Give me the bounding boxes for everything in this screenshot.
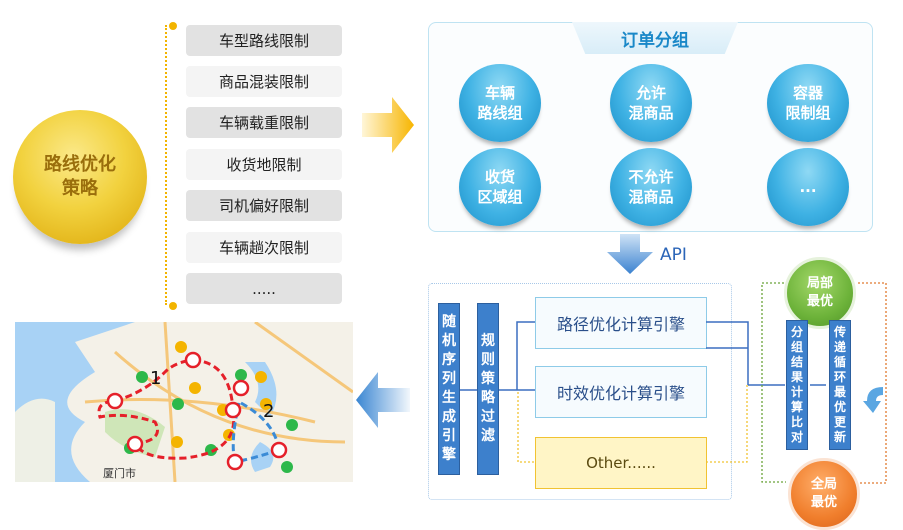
random-sequence-engine: 随机序列生成引擎 bbox=[438, 303, 460, 475]
group-ball: 收货区域组 bbox=[459, 148, 541, 226]
api-label: API bbox=[660, 245, 687, 265]
rule-item: ..... bbox=[186, 273, 342, 304]
group-ball: 容器限制组 bbox=[767, 64, 849, 142]
pass-update-label: 传递循环最优更新 bbox=[833, 325, 846, 444]
route2-label: 2 bbox=[263, 401, 274, 422]
rule-item: 司机偏好限制 bbox=[186, 190, 342, 221]
rule-label: 车型路线限制 bbox=[218, 32, 309, 50]
rule-item: 收货地限制 bbox=[186, 149, 342, 180]
rule-label: 车辆趟次限制 bbox=[218, 239, 309, 257]
loop-arrow-icon bbox=[863, 387, 883, 413]
rule-label: 商品混装限制 bbox=[218, 73, 309, 91]
compare-bar: 分组结果计算比对 bbox=[786, 320, 808, 450]
strategy-circle: 路线优化策略 bbox=[13, 110, 147, 244]
group-ball: 车辆路线组 bbox=[459, 64, 541, 142]
route1-label: 1 bbox=[150, 368, 161, 389]
city-label: 厦门市 bbox=[103, 466, 136, 480]
global-best-ball: 全局最优 bbox=[788, 458, 860, 530]
arrow-right-icon bbox=[362, 97, 414, 153]
random-sequence-label: 随机序列生成引擎 bbox=[442, 314, 456, 463]
compare-label: 分组结果计算比对 bbox=[790, 325, 803, 444]
local-best-ball: 局部最优 bbox=[784, 257, 856, 329]
bracket-dot-top bbox=[169, 22, 177, 30]
rule-label: ..... bbox=[252, 279, 276, 298]
rule-label: 收货地限制 bbox=[226, 156, 302, 174]
group-ball: 允许混商品 bbox=[610, 64, 692, 142]
strategy-title-line1: 路线优化 bbox=[44, 154, 116, 175]
rule-label: 司机偏好限制 bbox=[218, 197, 309, 215]
route-map: 1 2 厦门市 bbox=[15, 322, 353, 482]
rule-filter: 规则策略过滤 bbox=[477, 303, 499, 475]
strategy-title-line2: 策略 bbox=[62, 178, 98, 199]
rule-label: 车辆载重限制 bbox=[218, 114, 309, 132]
pass-update-bar: 传递循环最优更新 bbox=[829, 320, 851, 450]
rule-item: 车辆趟次限制 bbox=[186, 232, 342, 263]
rules-bracket bbox=[165, 25, 173, 305]
rule-item: 商品混装限制 bbox=[186, 66, 342, 97]
rule-filter-label: 规则策略过滤 bbox=[481, 333, 495, 444]
rule-item: 车辆载重限制 bbox=[186, 107, 342, 138]
engine-panel bbox=[428, 283, 732, 500]
path-optimization-engine: 路径优化计算引擎 bbox=[535, 297, 707, 349]
rule-item: 车型路线限制 bbox=[186, 25, 342, 56]
arrow-left-icon bbox=[356, 372, 410, 428]
bracket-dot-bottom bbox=[169, 302, 177, 310]
time-optimization-engine: 时效优化计算引擎 bbox=[535, 366, 707, 418]
arrow-down-icon bbox=[607, 234, 653, 274]
group-ball: ... bbox=[767, 148, 849, 226]
order-group-title-text: 订单分组 bbox=[621, 30, 689, 51]
other-engine: Other...... bbox=[535, 437, 707, 489]
group-ball: 不允许混商品 bbox=[610, 148, 692, 226]
order-group-title: 订单分组 bbox=[572, 22, 738, 54]
